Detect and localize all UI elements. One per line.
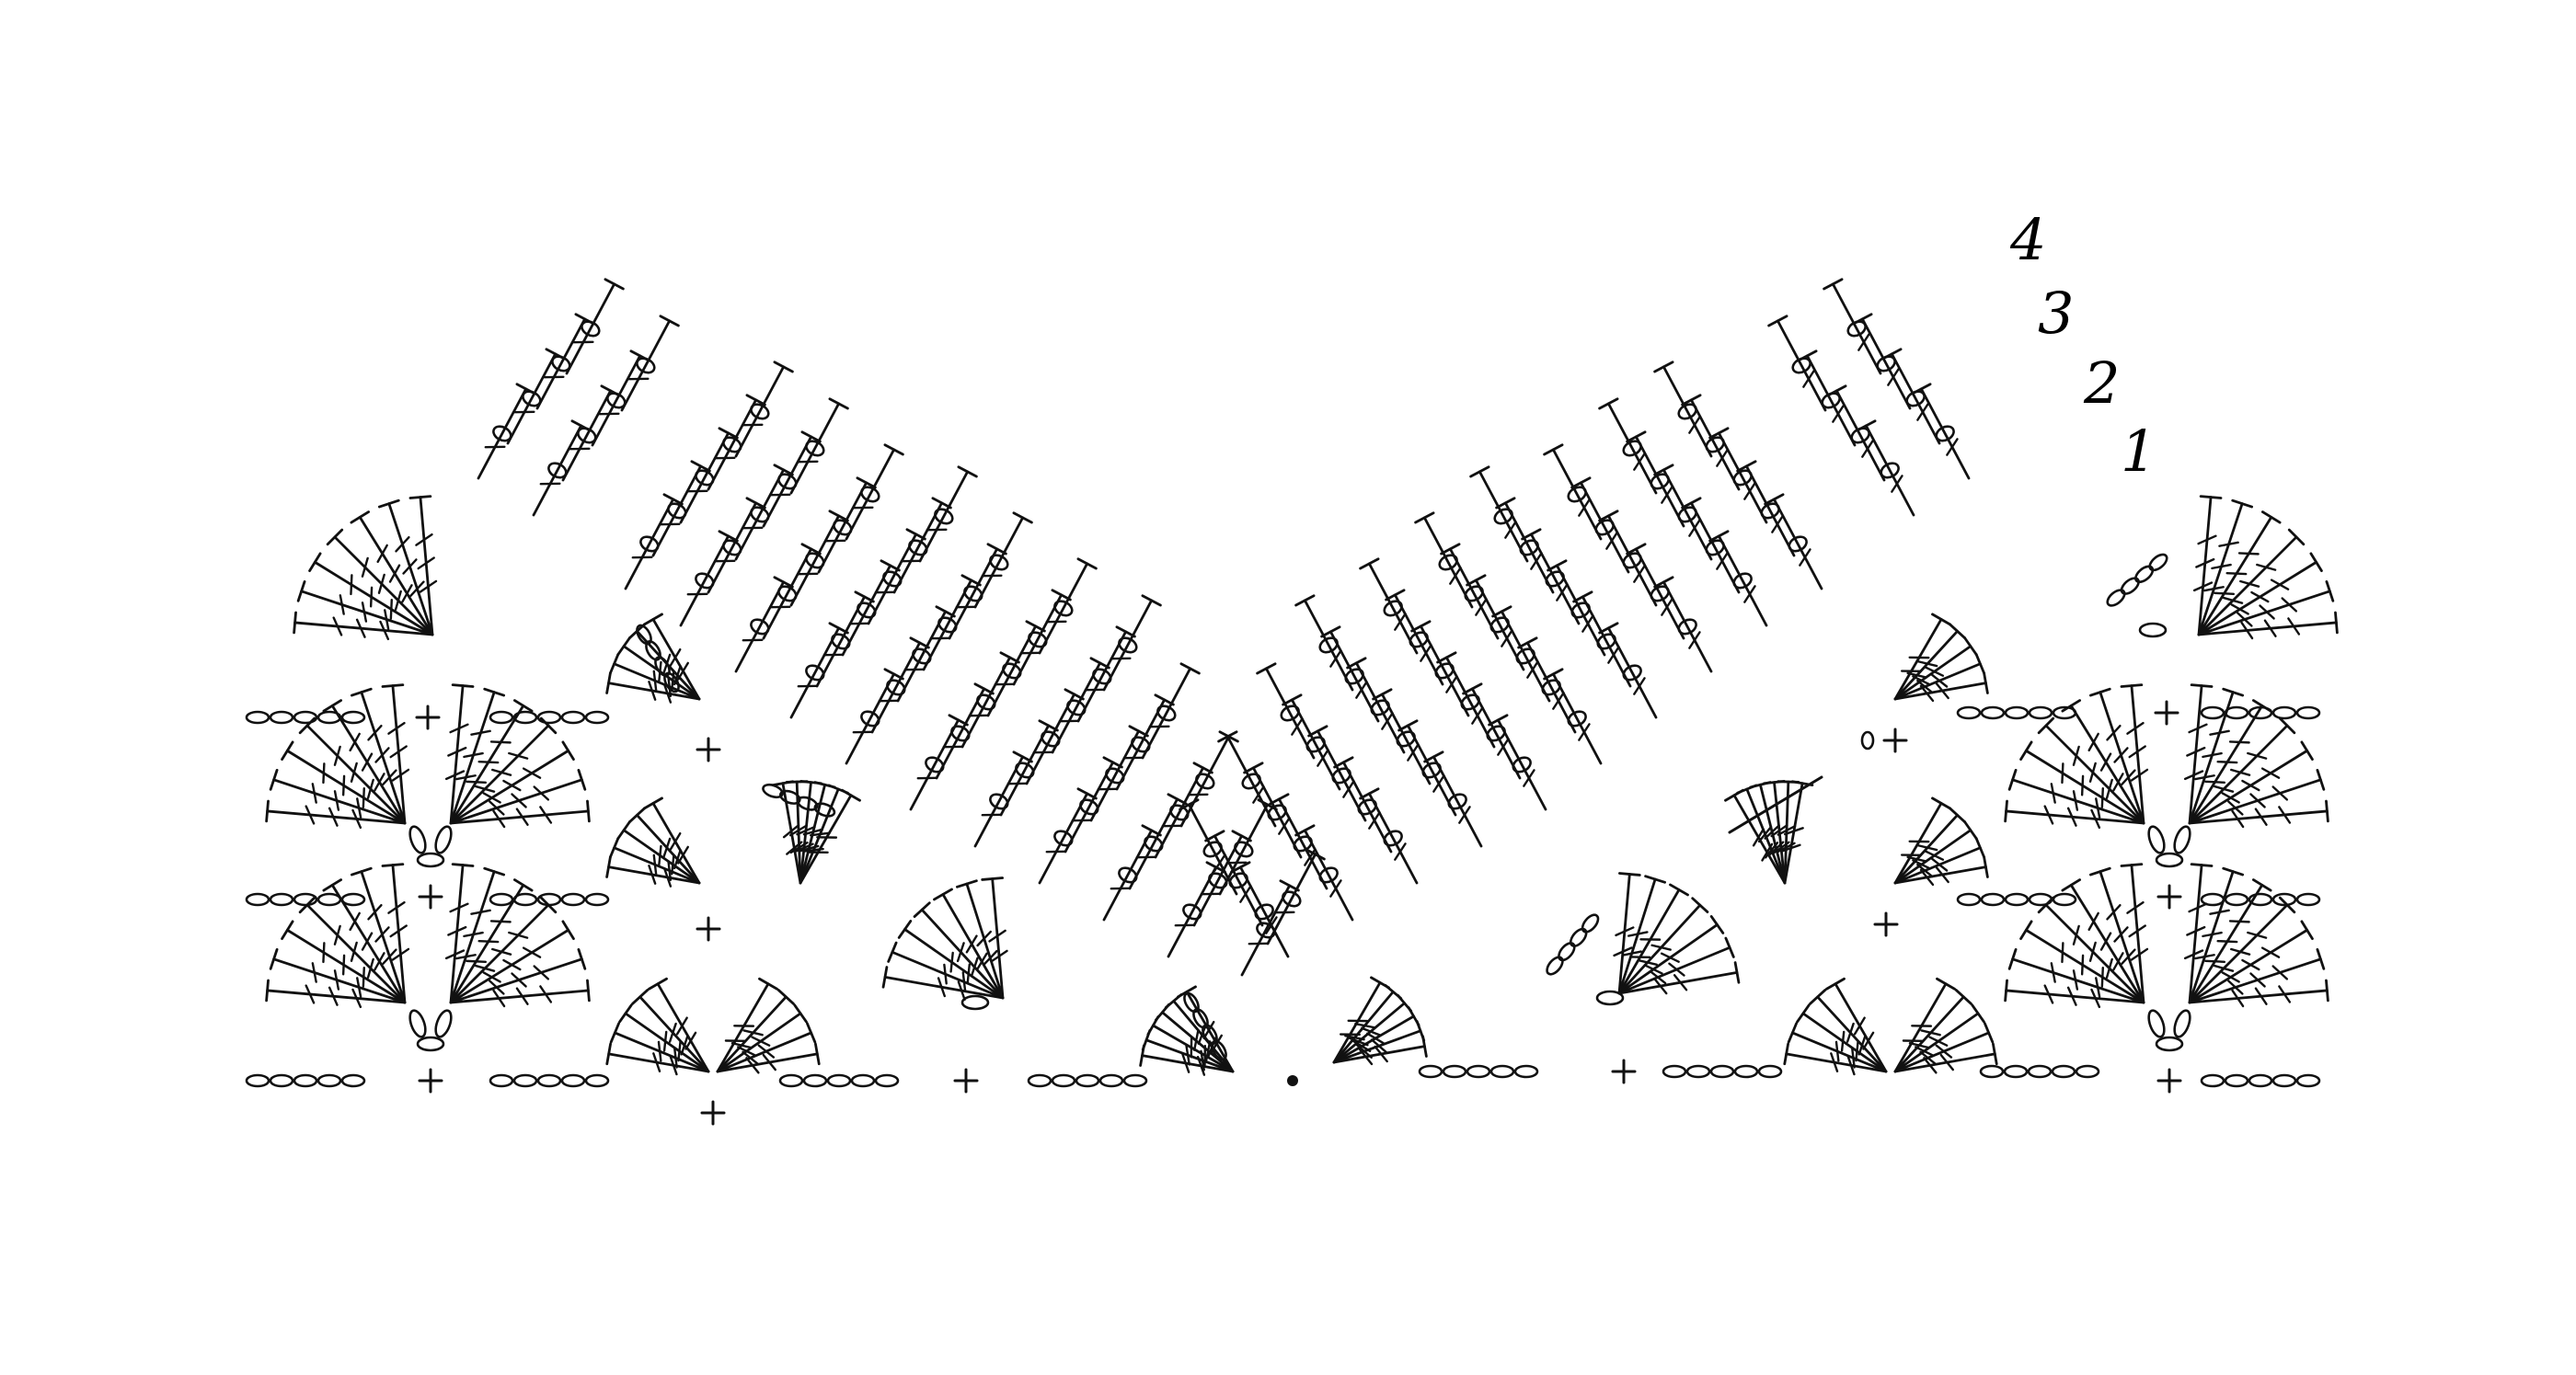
treble-crochet-fan — [1334, 978, 1426, 1064]
double-crochet-column — [1258, 664, 1417, 883]
chain-stitch-row — [490, 712, 608, 723]
double-crochet-column — [478, 280, 623, 478]
single-crochet — [420, 1070, 442, 1092]
double-crochet-column — [1471, 467, 1656, 717]
treble-crochet-fan — [773, 781, 859, 883]
picot — [2105, 552, 2170, 609]
stitch-layer — [247, 280, 2337, 1124]
treble-crochet-fan — [1725, 781, 1811, 883]
double-crochet-column — [1180, 800, 1288, 957]
treble-crochet-fan — [267, 865, 408, 1007]
treble-crochet-fan — [718, 979, 819, 1072]
single-crochet — [2156, 702, 2178, 724]
treble-crochet-fan — [1895, 979, 1996, 1072]
row-label-2: 2 — [2083, 349, 2120, 417]
single-crochet — [417, 706, 439, 728]
double-crochet-column — [1416, 513, 1601, 763]
double-crochet-column — [975, 596, 1160, 846]
double-crochet-column — [1769, 316, 1914, 515]
single-crochet — [1613, 1060, 1635, 1083]
double-crochet-column — [1824, 280, 1969, 478]
double-crochet-column — [1040, 664, 1199, 883]
puff-stitch — [2145, 1009, 2192, 1050]
stitch-detail — [1862, 732, 1873, 749]
row-label-layer: 4 3 2 1 — [2009, 206, 2156, 485]
double-crochet-column — [911, 559, 1096, 809]
treble-crochet-fan — [446, 685, 589, 827]
treble-crochet-fan — [294, 497, 436, 639]
double-crochet-column — [1600, 399, 1766, 625]
stitch-detail — [1597, 991, 1623, 1004]
treble-crochet-fan — [1615, 874, 1739, 994]
chain-stitch-row — [1958, 894, 2076, 905]
chain-stitch-row — [247, 894, 364, 905]
puff-stitch — [407, 1009, 454, 1050]
single-crochet — [1884, 729, 1906, 751]
single-crochet — [2158, 886, 2180, 908]
chain-stitch-row — [1663, 1066, 1781, 1077]
puff-stitch — [2145, 825, 2192, 866]
treble-crochet-fan — [1141, 987, 1233, 1075]
double-crochet-column — [1545, 445, 1711, 671]
single-crochet — [697, 918, 719, 940]
puff-stitch — [407, 825, 454, 866]
treble-crochet-fan — [2194, 497, 2337, 638]
single-crochet — [702, 1102, 724, 1124]
double-crochet-column — [1296, 596, 1481, 846]
treble-crochet-fan — [267, 685, 408, 828]
single-crochet — [955, 1070, 977, 1092]
chain-stitch-row — [247, 1075, 364, 1086]
double-crochet-column — [1655, 362, 1822, 589]
double-crochet-column — [534, 316, 678, 515]
chain-stitch-row — [490, 894, 608, 905]
double-crochet-column — [626, 362, 792, 589]
single-crochet — [2158, 1070, 2180, 1092]
stitch-detail — [2140, 624, 2166, 636]
chain-stitch-row — [1420, 1066, 1537, 1077]
slip-stitch — [1287, 1075, 1298, 1086]
treble-crochet-fan — [1785, 979, 1886, 1074]
double-crochet-column — [791, 467, 976, 717]
chain-stitch-row — [1029, 1075, 1146, 1086]
chain-stitch-row — [780, 1075, 898, 1086]
treble-crochet-fan — [1895, 798, 1987, 885]
chain-stitch-row — [1981, 1066, 2099, 1077]
treble-crochet-fan — [607, 979, 708, 1074]
single-crochet — [697, 739, 719, 761]
chain-stitch-row — [247, 712, 364, 723]
double-crochet-column — [846, 513, 1031, 763]
single-crochet — [420, 886, 442, 908]
treble-crochet-fan — [2006, 865, 2147, 1007]
double-crochet-column — [1361, 559, 1546, 809]
chain-stitch-row — [2202, 894, 2319, 905]
treble-crochet-fan — [2006, 685, 2147, 828]
picot — [1544, 912, 1601, 978]
double-crochet-column — [681, 399, 847, 625]
row-label-4: 4 — [2009, 206, 2046, 273]
row-label-1: 1 — [2121, 418, 2156, 485]
chain-stitch-row — [1958, 707, 2076, 718]
stitch-detail — [962, 996, 988, 1009]
single-crochet — [1875, 913, 1897, 935]
double-crochet-column — [736, 445, 903, 671]
treble-crochet-fan — [1895, 614, 1987, 701]
treble-crochet-fan — [607, 798, 699, 887]
treble-crochet-fan — [446, 865, 589, 1006]
row-label-3: 3 — [2038, 280, 2074, 347]
treble-crochet-fan — [2185, 865, 2328, 1006]
chain-stitch-row — [490, 1075, 608, 1086]
chain-stitch-row — [2202, 1075, 2319, 1086]
treble-crochet-fan — [883, 878, 1006, 1000]
treble-crochet-fan — [2185, 685, 2328, 827]
